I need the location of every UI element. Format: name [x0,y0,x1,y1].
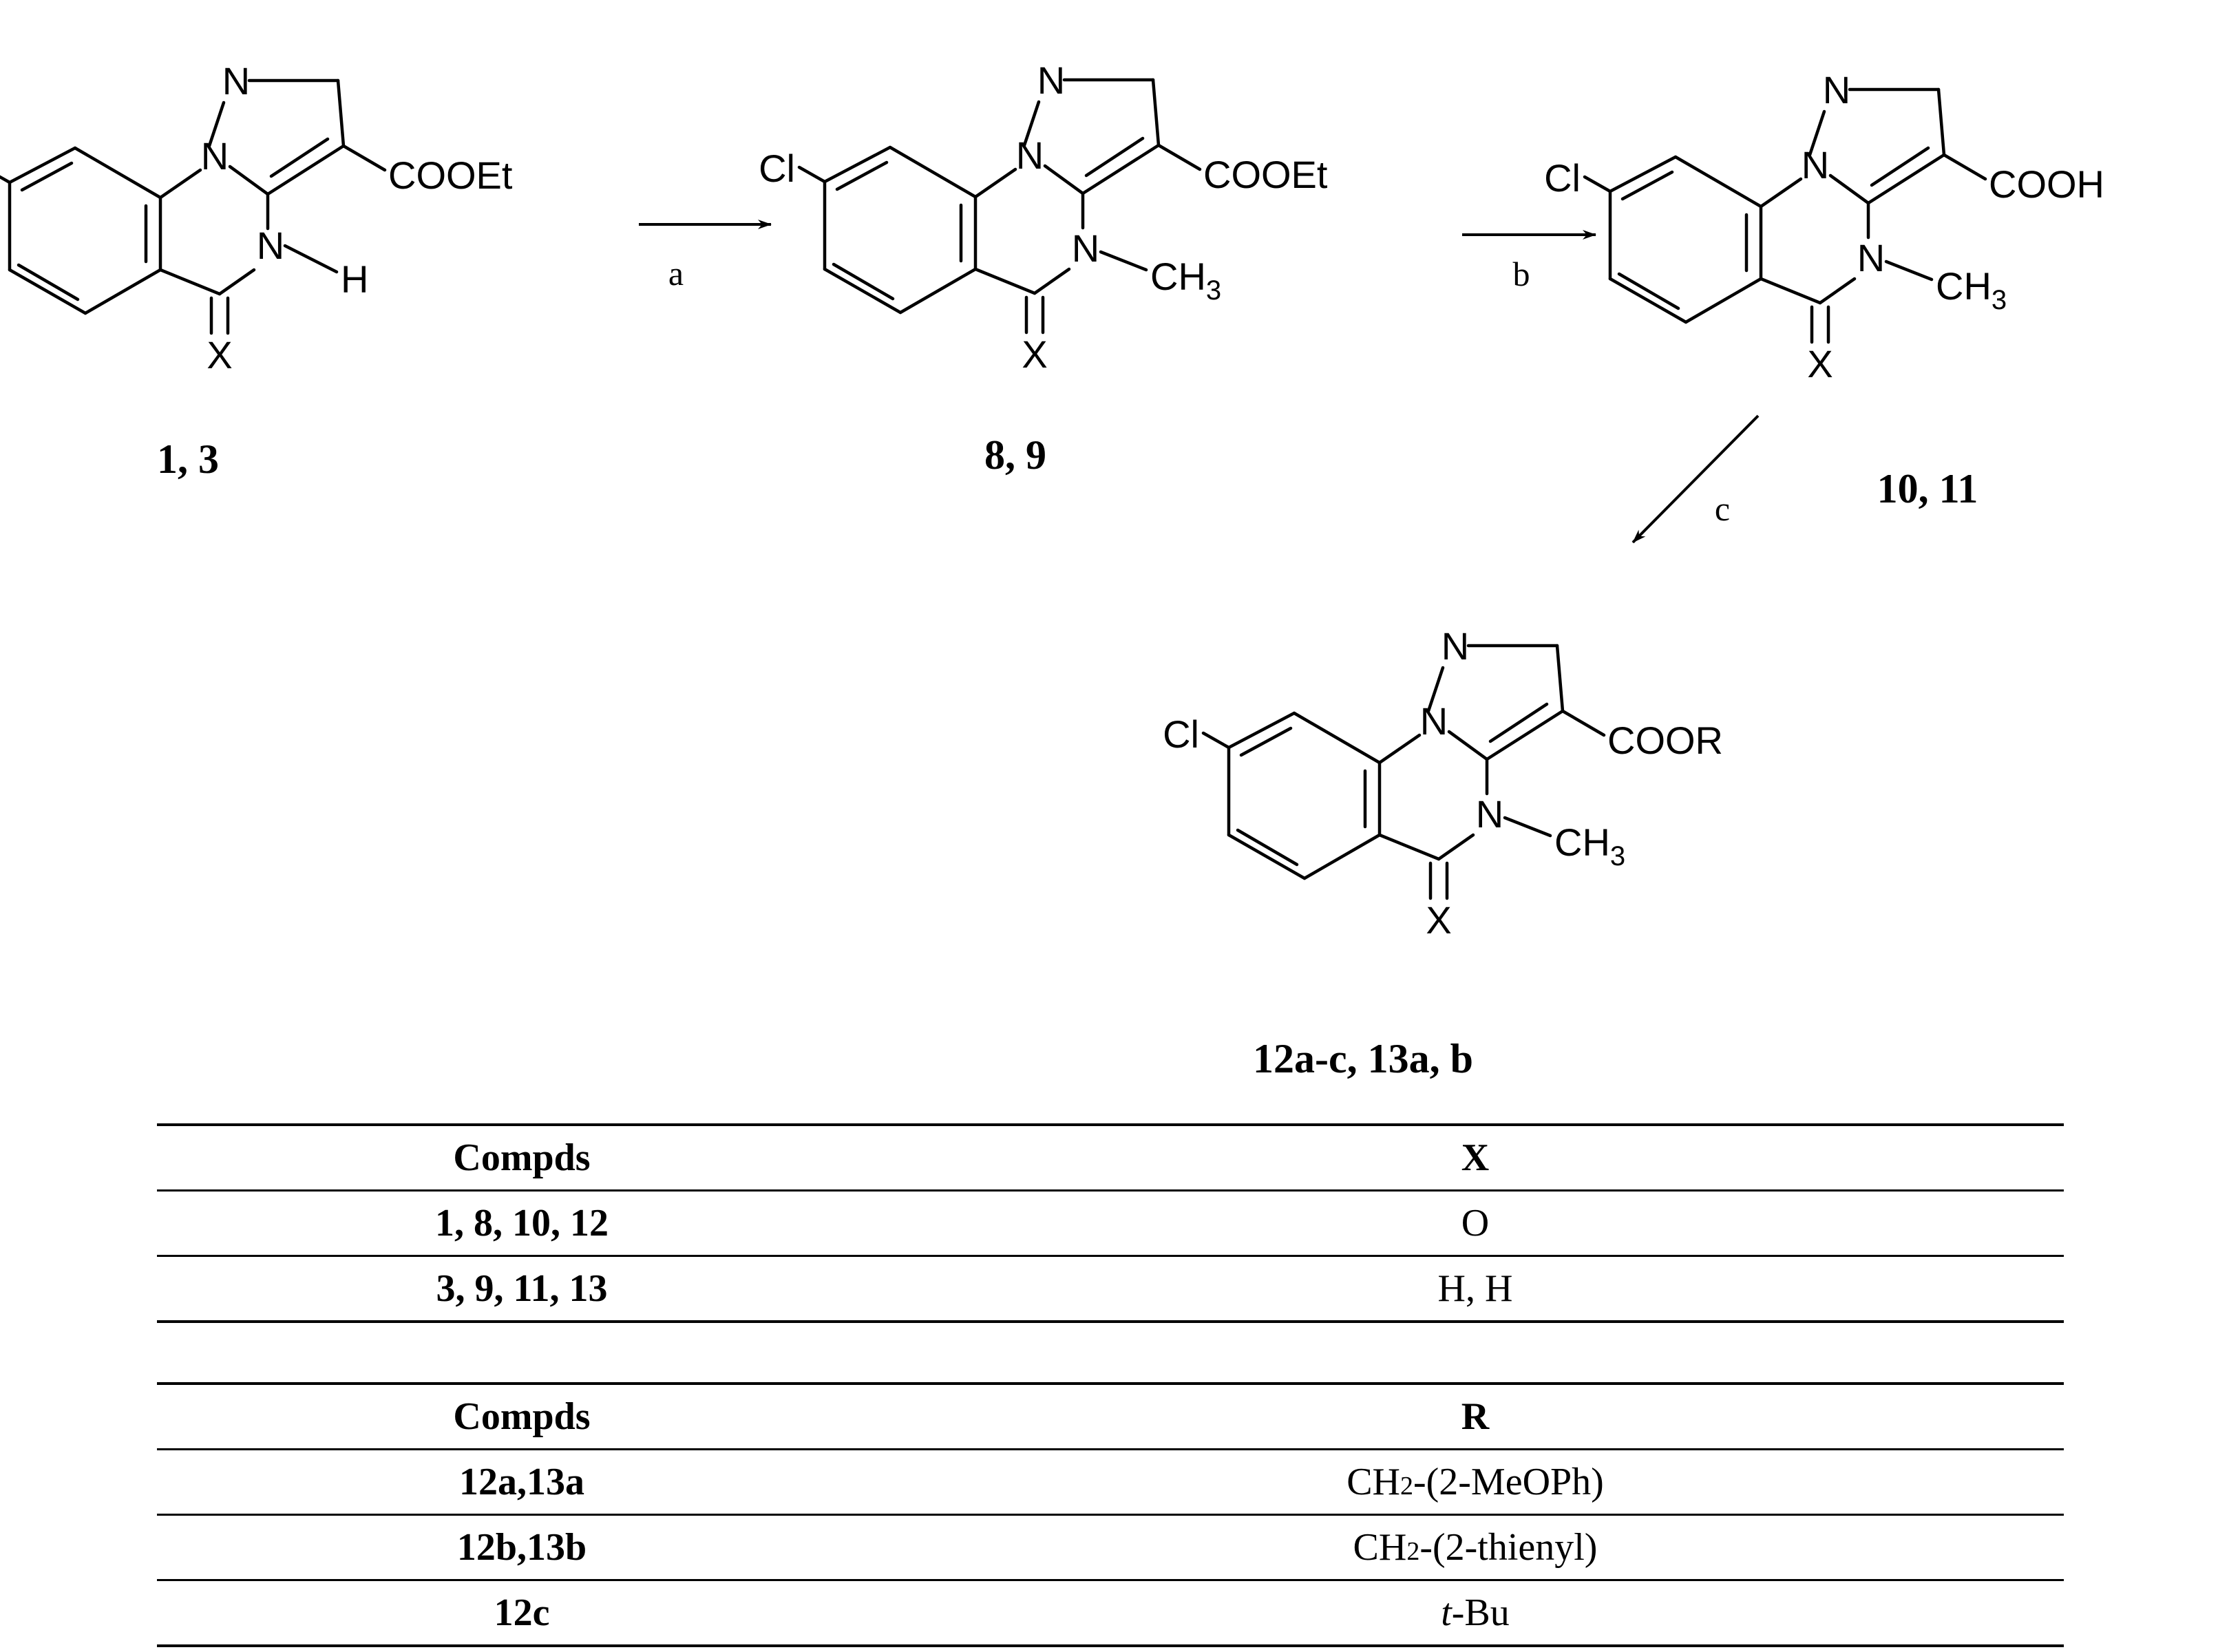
ester-group: COOR [1607,719,1723,762]
x-value-cell: O [887,1189,2064,1256]
reagent-label-a: a [668,254,684,293]
methyl-group: CH3 [1554,820,1625,871]
table-header-row: Compds X [157,1123,2064,1191]
column-header-r: R [887,1382,2064,1450]
table-row: 12b,13b CH2-(2-thienyl) [157,1514,2064,1580]
reagent-label-b: b [1513,255,1530,293]
nitrogen-atom: N [1420,699,1448,743]
x-substituent: X [1426,898,1451,942]
methyl-group: CH3 [1150,255,1221,306]
chlorine-atom: Cl [1544,156,1581,200]
r-value-cell: t-Bu [887,1579,2064,1647]
nitrogen-atom: N [257,224,284,267]
table-header-row: Compds R [157,1382,2064,1450]
carboxylic-acid-group: COOH [1989,162,2104,206]
compds-cell: 1, 8, 10, 12 [157,1189,887,1256]
column-header-compds: Compds [157,1382,887,1450]
compds-cell: 12c [157,1579,887,1647]
reaction-arrow-c [1631,414,1760,544]
chlorine-atom: Cl [759,147,795,190]
molecule-12-13: Cl N N N CH3 COOR X 12a-c, 13a, b [1163,624,1723,1081]
table-row: 12c t-Bu [157,1579,2064,1647]
x-value-cell: H, H [887,1255,2064,1323]
compound-label: 10, 11 [1877,466,1978,511]
column-header-x: X [887,1123,2064,1191]
reaction-scheme: Cl N N N H COOEt X 1, 3 Cl N N N CH3 COO… [0,59,2104,1081]
x-substituent-table: Compds X 1, 8, 10, 12 O 3, 9, 11, 13 H, … [157,1123,2064,1323]
nitrogen-atom: N [222,59,250,103]
column-header-compds: Compds [157,1123,887,1191]
nitrogen-atom: N [1802,143,1829,187]
hydrogen-atom: H [341,257,368,301]
molecule-8-9: Cl N N N CH3 COOEt X 8, 9 [759,59,1328,478]
chlorine-atom: Cl [1163,712,1199,756]
r-value-cell: CH2-(2-thienyl) [887,1514,2064,1580]
r-value-cell: CH2-(2-MeOPh) [887,1448,2064,1515]
nitrogen-atom: N [1072,226,1099,270]
table-row: 12a,13a CH2-(2-MeOPh) [157,1448,2064,1515]
compound-label: 1, 3 [157,436,219,482]
ester-group: COOEt [1203,153,1328,196]
compds-cell: 12b,13b [157,1514,887,1580]
nitrogen-atom: N [1857,236,1885,279]
molecule-10-11: Cl N N N CH3 COOH X 10, 11 [1544,68,2104,511]
compound-label: 12a-c, 13a, b [1253,1036,1473,1081]
nitrogen-atom: N [201,134,229,178]
nitrogen-atom: N [1823,68,1850,112]
compds-cell: 3, 9, 11, 13 [157,1255,887,1323]
molecule-1-3: Cl N N N H COOEt X 1, 3 [0,59,513,482]
nitrogen-atom: N [1037,59,1065,102]
r-substituent-table: Compds R 12a,13a CH2-(2-MeOPh) 12b,13b C… [157,1382,2064,1647]
ester-group: COOEt [388,153,513,197]
compds-cell: 12a,13a [157,1448,887,1515]
reagent-label-c: c [1715,489,1730,528]
nitrogen-atom: N [1476,792,1503,836]
x-substituent: X [1807,342,1833,385]
nitrogen-atom: N [1441,624,1469,668]
methyl-group: CH3 [1936,264,2007,315]
table-row: 1, 8, 10, 12 O [157,1189,2064,1256]
x-substituent: X [207,333,232,377]
table-row: 3, 9, 11, 13 H, H [157,1255,2064,1323]
compound-label: 8, 9 [984,432,1046,478]
x-substituent: X [1022,332,1047,376]
nitrogen-atom: N [1016,134,1044,177]
